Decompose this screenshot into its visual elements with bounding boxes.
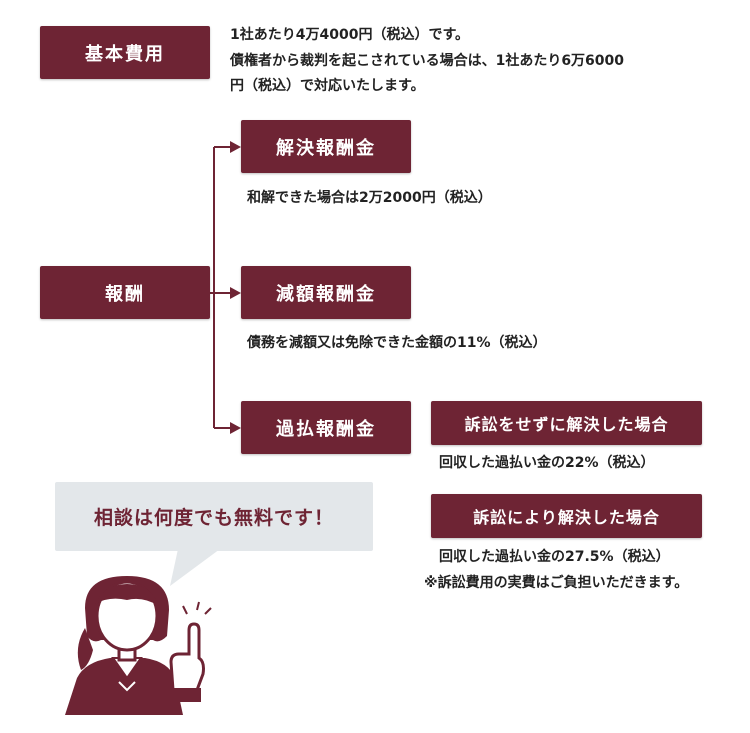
with-lawsuit-box: 訴訟により解決した場合 <box>431 494 702 538</box>
settlement-reward-box: 解決報酬金 <box>241 120 411 173</box>
settlement-reward-label: 解決報酬金 <box>276 137 376 159</box>
no-lawsuit-desc: 回収した過払い金の22%（税込） <box>439 455 655 471</box>
consultant-person-icon <box>65 576 212 715</box>
no-lawsuit-box: 訴訟をせずに解決した場合 <box>431 401 702 445</box>
reward-label-box: 報酬 <box>40 266 210 319</box>
basic-fee-label-box: 基本費用 <box>40 26 210 79</box>
with-lawsuit-desc: 回収した過払い金の27.5%（税込） <box>439 549 670 565</box>
arrow-settlement-icon <box>230 141 241 153</box>
consult-message: 相談は何度でも無料です！ <box>93 507 334 529</box>
basic-fee-desc-2: 債権者から裁判を起こされている場合は、1社あたり6万6000 <box>230 53 625 69</box>
reduction-reward-box: 減額報酬金 <box>241 266 411 319</box>
no-lawsuit-label: 訴訟をせずに解決した場合 <box>464 415 669 434</box>
settlement-reward-desc: 和解できた場合は2万2000円（税込） <box>247 190 492 206</box>
consult-speech-bubble: 相談は何度でも無料です！ <box>55 482 373 551</box>
refund-reward-box: 過払報酬金 <box>241 401 411 454</box>
refund-reward-label: 過払報酬金 <box>276 418 376 440</box>
reduction-reward-label: 減額報酬金 <box>276 283 376 305</box>
reward-label: 報酬 <box>105 283 145 305</box>
basic-fee-label: 基本費用 <box>85 43 165 65</box>
with-lawsuit-label: 訴訟により解決した場合 <box>473 508 660 527</box>
litigation-cost-note: ※訴訟費用の実費はご負担いただきます。 <box>424 575 689 591</box>
basic-fee-desc-1: 1社あたり4万4000円（税込）です。 <box>230 27 470 43</box>
reduction-reward-desc: 債務を減額又は免除できた金額の11%（税込） <box>247 335 547 351</box>
arrow-refund-icon <box>230 422 241 434</box>
basic-fee-desc-3: 円（税込）で対応いたします。 <box>230 78 425 94</box>
arrow-reduction-icon <box>230 287 241 299</box>
